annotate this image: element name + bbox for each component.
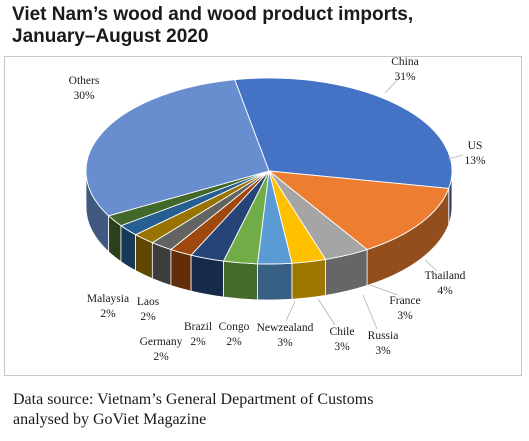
chart-panel: China 31% US 13% Thailand 4% France 3% Russia 3% C…	[4, 56, 522, 376]
slice-value-china: 31%	[394, 71, 416, 83]
pie-side-newzealand	[190, 254, 224, 298]
leader-line-china	[384, 76, 401, 94]
pie-side-russia	[257, 262, 293, 301]
slice-label-others: Others	[69, 75, 100, 87]
pie-sides	[85, 170, 453, 301]
leader-line-thailand	[424, 259, 438, 272]
pie-side-brazil	[151, 242, 172, 287]
leader-line-newzealand	[285, 300, 296, 322]
slice-label-germany: Germany	[140, 336, 183, 348]
slice-value-france: 3%	[397, 310, 413, 322]
source-line-2: analysed by GoViet Magazine	[13, 411, 207, 428]
pie-slice-china	[234, 77, 453, 189]
slice-value-newzealand: 3%	[277, 337, 293, 349]
slice-value-brazil: 2%	[190, 336, 206, 348]
slice-label-thailand: Thailand	[425, 270, 466, 282]
pie-side-congo	[170, 248, 192, 292]
chart-title-line-2: January–August 2020	[12, 26, 209, 47]
slice-label-china: China	[391, 57, 418, 68]
slice-label-brazil: Brazil	[184, 321, 212, 333]
slice-label-chile: Chile	[330, 326, 355, 338]
slice-value-laos: 2%	[140, 311, 156, 323]
pie-side-chile	[223, 260, 258, 301]
leader-line-russia	[362, 294, 378, 330]
slice-value-chile: 3%	[334, 341, 350, 353]
slice-label-newzealand: Newzealand	[257, 322, 314, 334]
leader-line-france	[369, 284, 399, 296]
pie-side-france	[291, 258, 326, 300]
source-line-1: Data source: Vietnam’s General Departmen…	[13, 391, 374, 408]
slice-value-others: 30%	[73, 90, 95, 102]
slice-label-laos: Laos	[137, 296, 160, 308]
chart-title-line-1: Viet Nam’s wood and wood product imports…	[12, 4, 414, 25]
slice-value-russia: 3%	[375, 345, 391, 357]
leader-lines	[285, 76, 464, 330]
pie-slice-us	[267, 170, 450, 251]
chart-title: Viet Nam’s wood and wood product imports…	[12, 4, 522, 48]
slice-labels: China 31% US 13% Thailand 4% France 3% Russia 3% C…	[69, 57, 486, 363]
slice-value-malaysia: 2%	[100, 308, 116, 320]
leader-line-us	[447, 154, 464, 160]
slice-value-germany: 2%	[153, 351, 169, 363]
slice-value-us: 13%	[464, 155, 486, 167]
slice-value-thailand: 4%	[437, 285, 453, 297]
pie-chart: China 31% US 13% Thailand 4% France 3% Russia 3% C…	[69, 57, 486, 363]
pie-slices	[85, 77, 453, 265]
data-source-note: Data source: Vietnam’s General Departmen…	[13, 390, 513, 430]
slice-value-congo: 2%	[226, 336, 242, 348]
pie-slice-others	[85, 79, 270, 217]
slice-label-malaysia: Malaysia	[87, 293, 129, 305]
slice-label-russia: Russia	[368, 330, 399, 342]
slice-label-congo: Congo	[219, 321, 250, 333]
slice-label-us: US	[468, 140, 483, 152]
slice-label-france: France	[389, 295, 420, 307]
leader-line-chile	[317, 298, 336, 326]
